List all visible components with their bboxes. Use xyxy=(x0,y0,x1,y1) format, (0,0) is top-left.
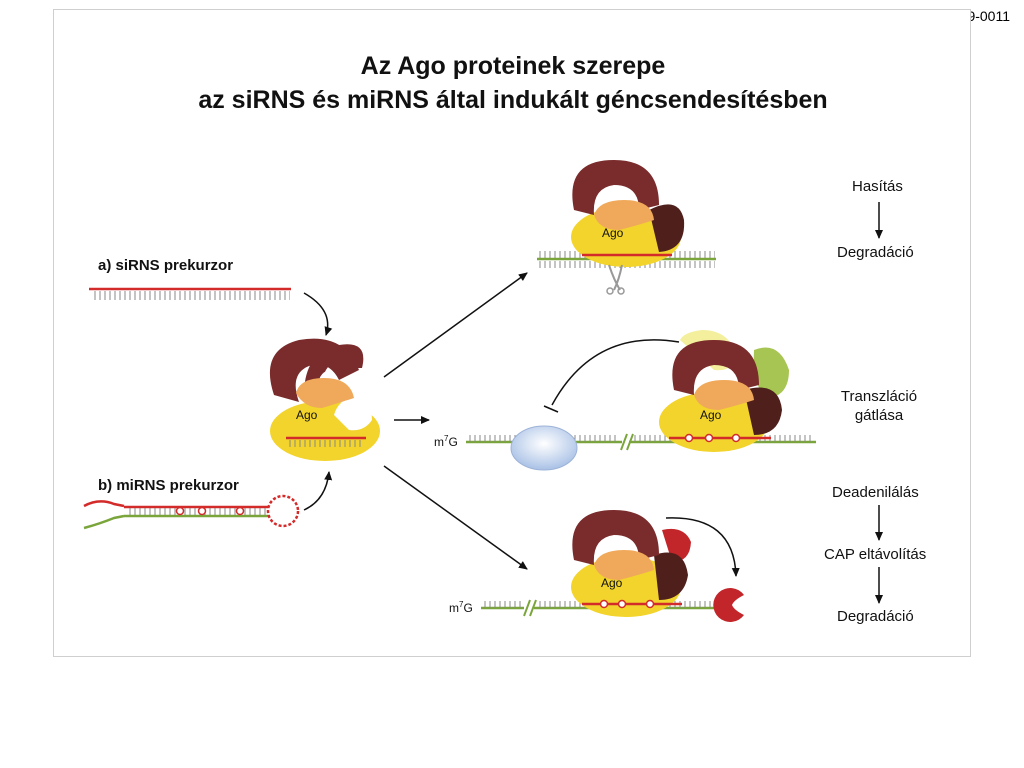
central-ago-complex xyxy=(269,338,380,461)
diagram-panel: Az Ago proteinek szerepe az siRNS és miR… xyxy=(53,9,971,657)
sirna-precursor xyxy=(89,287,291,300)
ago-label-cleavage: Ago xyxy=(602,226,624,240)
outcome-degradation-1: Degradáció xyxy=(837,244,914,261)
title-line-1: Az Ago proteinek szerepe xyxy=(360,52,666,80)
ago-label-translation: Ago xyxy=(700,408,722,422)
cap-label-bottom: m7G xyxy=(449,600,473,615)
title-line-2: az siRNS és miRNS által indukált géncsen… xyxy=(198,86,828,114)
outcome-cleavage: Hasítás xyxy=(852,178,903,195)
ago-label-deadenylation: Ago xyxy=(601,576,623,590)
outcome-degradation-2: Degradáció xyxy=(837,608,914,625)
sirna-precursor-label: a) siRNS prekurzor xyxy=(98,257,234,274)
outcome-cap-removal: CAP eltávolítás xyxy=(824,546,927,563)
outcome-translation-line-1: Transzláció xyxy=(840,388,918,405)
cap-label-middle: m7G xyxy=(434,434,458,449)
diagram-graphic xyxy=(83,160,883,622)
mirna-precursor-label: b) miRNS prekurzor xyxy=(98,477,239,494)
translation-repression xyxy=(466,330,816,471)
ago-label-central: Ago xyxy=(296,408,318,422)
outcome-deadenylation: Deadenilálás xyxy=(832,484,919,501)
outcome-translation-line-2: gátlása xyxy=(854,407,904,424)
deadenylation-complex xyxy=(481,510,744,622)
mirna-precursor xyxy=(83,494,300,530)
cleavage-complex xyxy=(537,160,716,295)
